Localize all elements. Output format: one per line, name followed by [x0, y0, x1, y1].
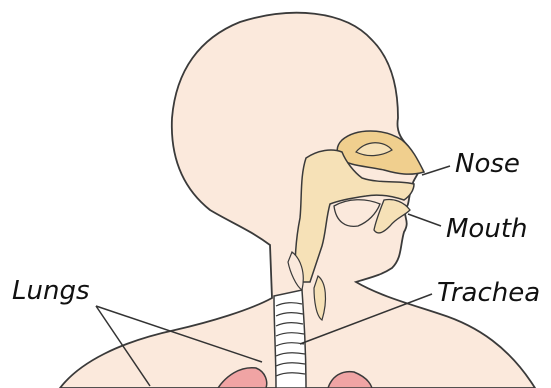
lungs-label: Lungs	[12, 278, 90, 304]
trachea-label: Trachea	[437, 280, 540, 306]
nose-label: Nose	[455, 151, 520, 177]
nose-leader-line	[422, 166, 450, 175]
mouth-label: Mouth	[446, 216, 528, 242]
mouth-leader-line	[408, 214, 441, 226]
